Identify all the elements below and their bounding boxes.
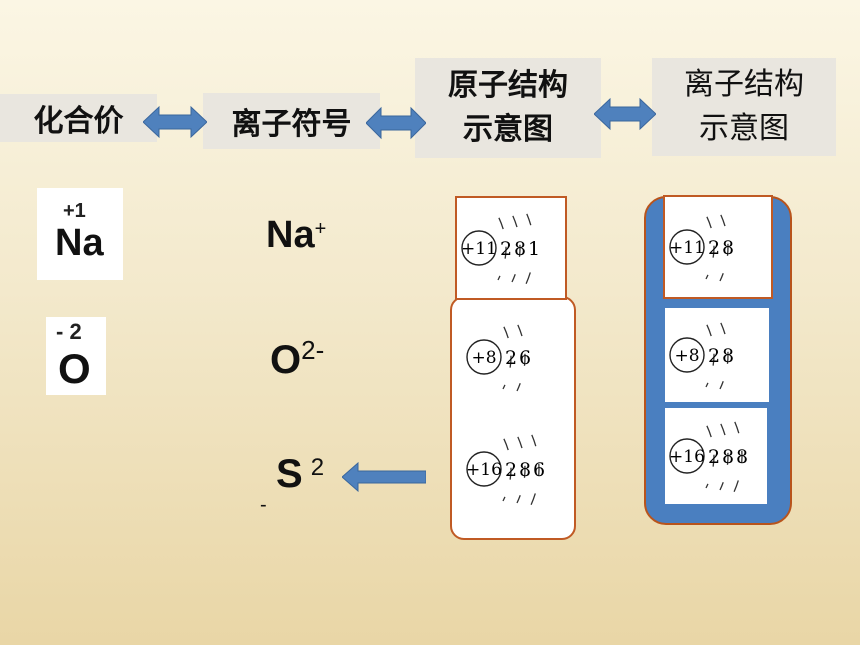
electron-shell-arc <box>705 322 715 388</box>
left-arrow-icon <box>342 462 426 492</box>
header-valence: 化合价 <box>0 94 157 142</box>
nucleus-charge: +11 <box>669 238 705 258</box>
header-atom-structure-line1: 原子结构 <box>448 68 568 103</box>
header-atom-structure-line2: 示意图 <box>463 112 553 147</box>
ion-charge: 2- <box>301 335 325 365</box>
nucleus-charge: +16 <box>466 460 502 480</box>
shell-electron-count: 2 <box>505 347 517 369</box>
shell-electron-count: 2 <box>708 345 720 367</box>
shell-electron-count: 2 <box>505 459 517 481</box>
valence-charge: +1 <box>63 200 86 222</box>
electron-shell-arc <box>530 432 540 506</box>
header-ion-structure-line1: 离子结构 <box>684 67 804 102</box>
double-arrow-icon <box>366 106 426 140</box>
nucleus-charge: +11 <box>461 239 497 259</box>
valence-o: - 2 O <box>46 317 106 395</box>
shell-electron-count: 8 <box>514 238 526 260</box>
electron-shell-arc <box>719 320 729 390</box>
nucleus-circle <box>669 438 705 474</box>
shell-electron-count: 6 <box>519 347 531 369</box>
ion-symbol: S <box>276 452 303 496</box>
nucleus-circle <box>669 229 705 265</box>
header-ion-symbol: 离子符号 <box>203 93 380 149</box>
ion-charge: + <box>314 218 327 240</box>
electron-shell-arc <box>705 423 715 489</box>
shell-electron-count: 8 <box>519 459 531 481</box>
nucleus-charge: +16 <box>669 447 705 467</box>
ion-symbol: O <box>270 338 302 382</box>
shell-electron-count: 8 <box>722 345 734 367</box>
shell-electron-count: 6 <box>533 459 545 481</box>
electron-shell-arc <box>719 421 729 491</box>
shell-electron-count: 2 <box>708 237 720 259</box>
valence-element: Na <box>55 222 104 264</box>
ion-charge: 2 <box>310 454 325 481</box>
header-ion-structure-line2: 示意图 <box>699 111 789 146</box>
shell-electron-count: 8 <box>722 446 734 468</box>
shell-electron-count: 2 <box>708 446 720 468</box>
shell-electron-count: 2 <box>500 238 512 260</box>
ion-na: Na+ <box>266 214 326 257</box>
double-arrow-icon <box>594 97 656 131</box>
valence-na: +1 Na <box>37 188 123 280</box>
electron-shell-arc <box>516 322 526 392</box>
nucleus-circle <box>466 339 502 375</box>
electron-shell-arc <box>516 434 526 504</box>
electron-shell-arc <box>525 211 535 285</box>
valence-charge: - 2 <box>56 319 82 344</box>
valence-element: O <box>58 345 91 392</box>
electron-shell-arc <box>733 419 743 493</box>
electron-shell-arc <box>719 212 729 282</box>
shell-electron-count: 8 <box>722 237 734 259</box>
electron-shell-arc <box>502 436 512 502</box>
electron-shell-arc <box>705 214 715 280</box>
nucleus-charge: +8 <box>674 346 699 366</box>
nucleus-charge: +8 <box>471 348 496 368</box>
electron-shell-arc <box>497 215 507 281</box>
shell-electron-count: 8 <box>736 446 748 468</box>
double-arrow-icon <box>143 105 207 139</box>
ion-symbol: Na <box>266 214 315 256</box>
nucleus-circle <box>461 230 497 266</box>
nucleus-circle <box>669 337 705 373</box>
nucleus-circle <box>466 451 502 487</box>
ion-s-minus: - <box>260 494 267 516</box>
electron-shell-arc <box>511 213 521 283</box>
electron-shell-arc <box>502 324 512 390</box>
shell-electron-count: 1 <box>528 238 540 260</box>
header-ion-structure: 离子结构 示意图 <box>652 58 836 156</box>
header-atom-structure: 原子结构 示意图 <box>415 58 601 158</box>
ion-o: O2- <box>270 335 325 383</box>
